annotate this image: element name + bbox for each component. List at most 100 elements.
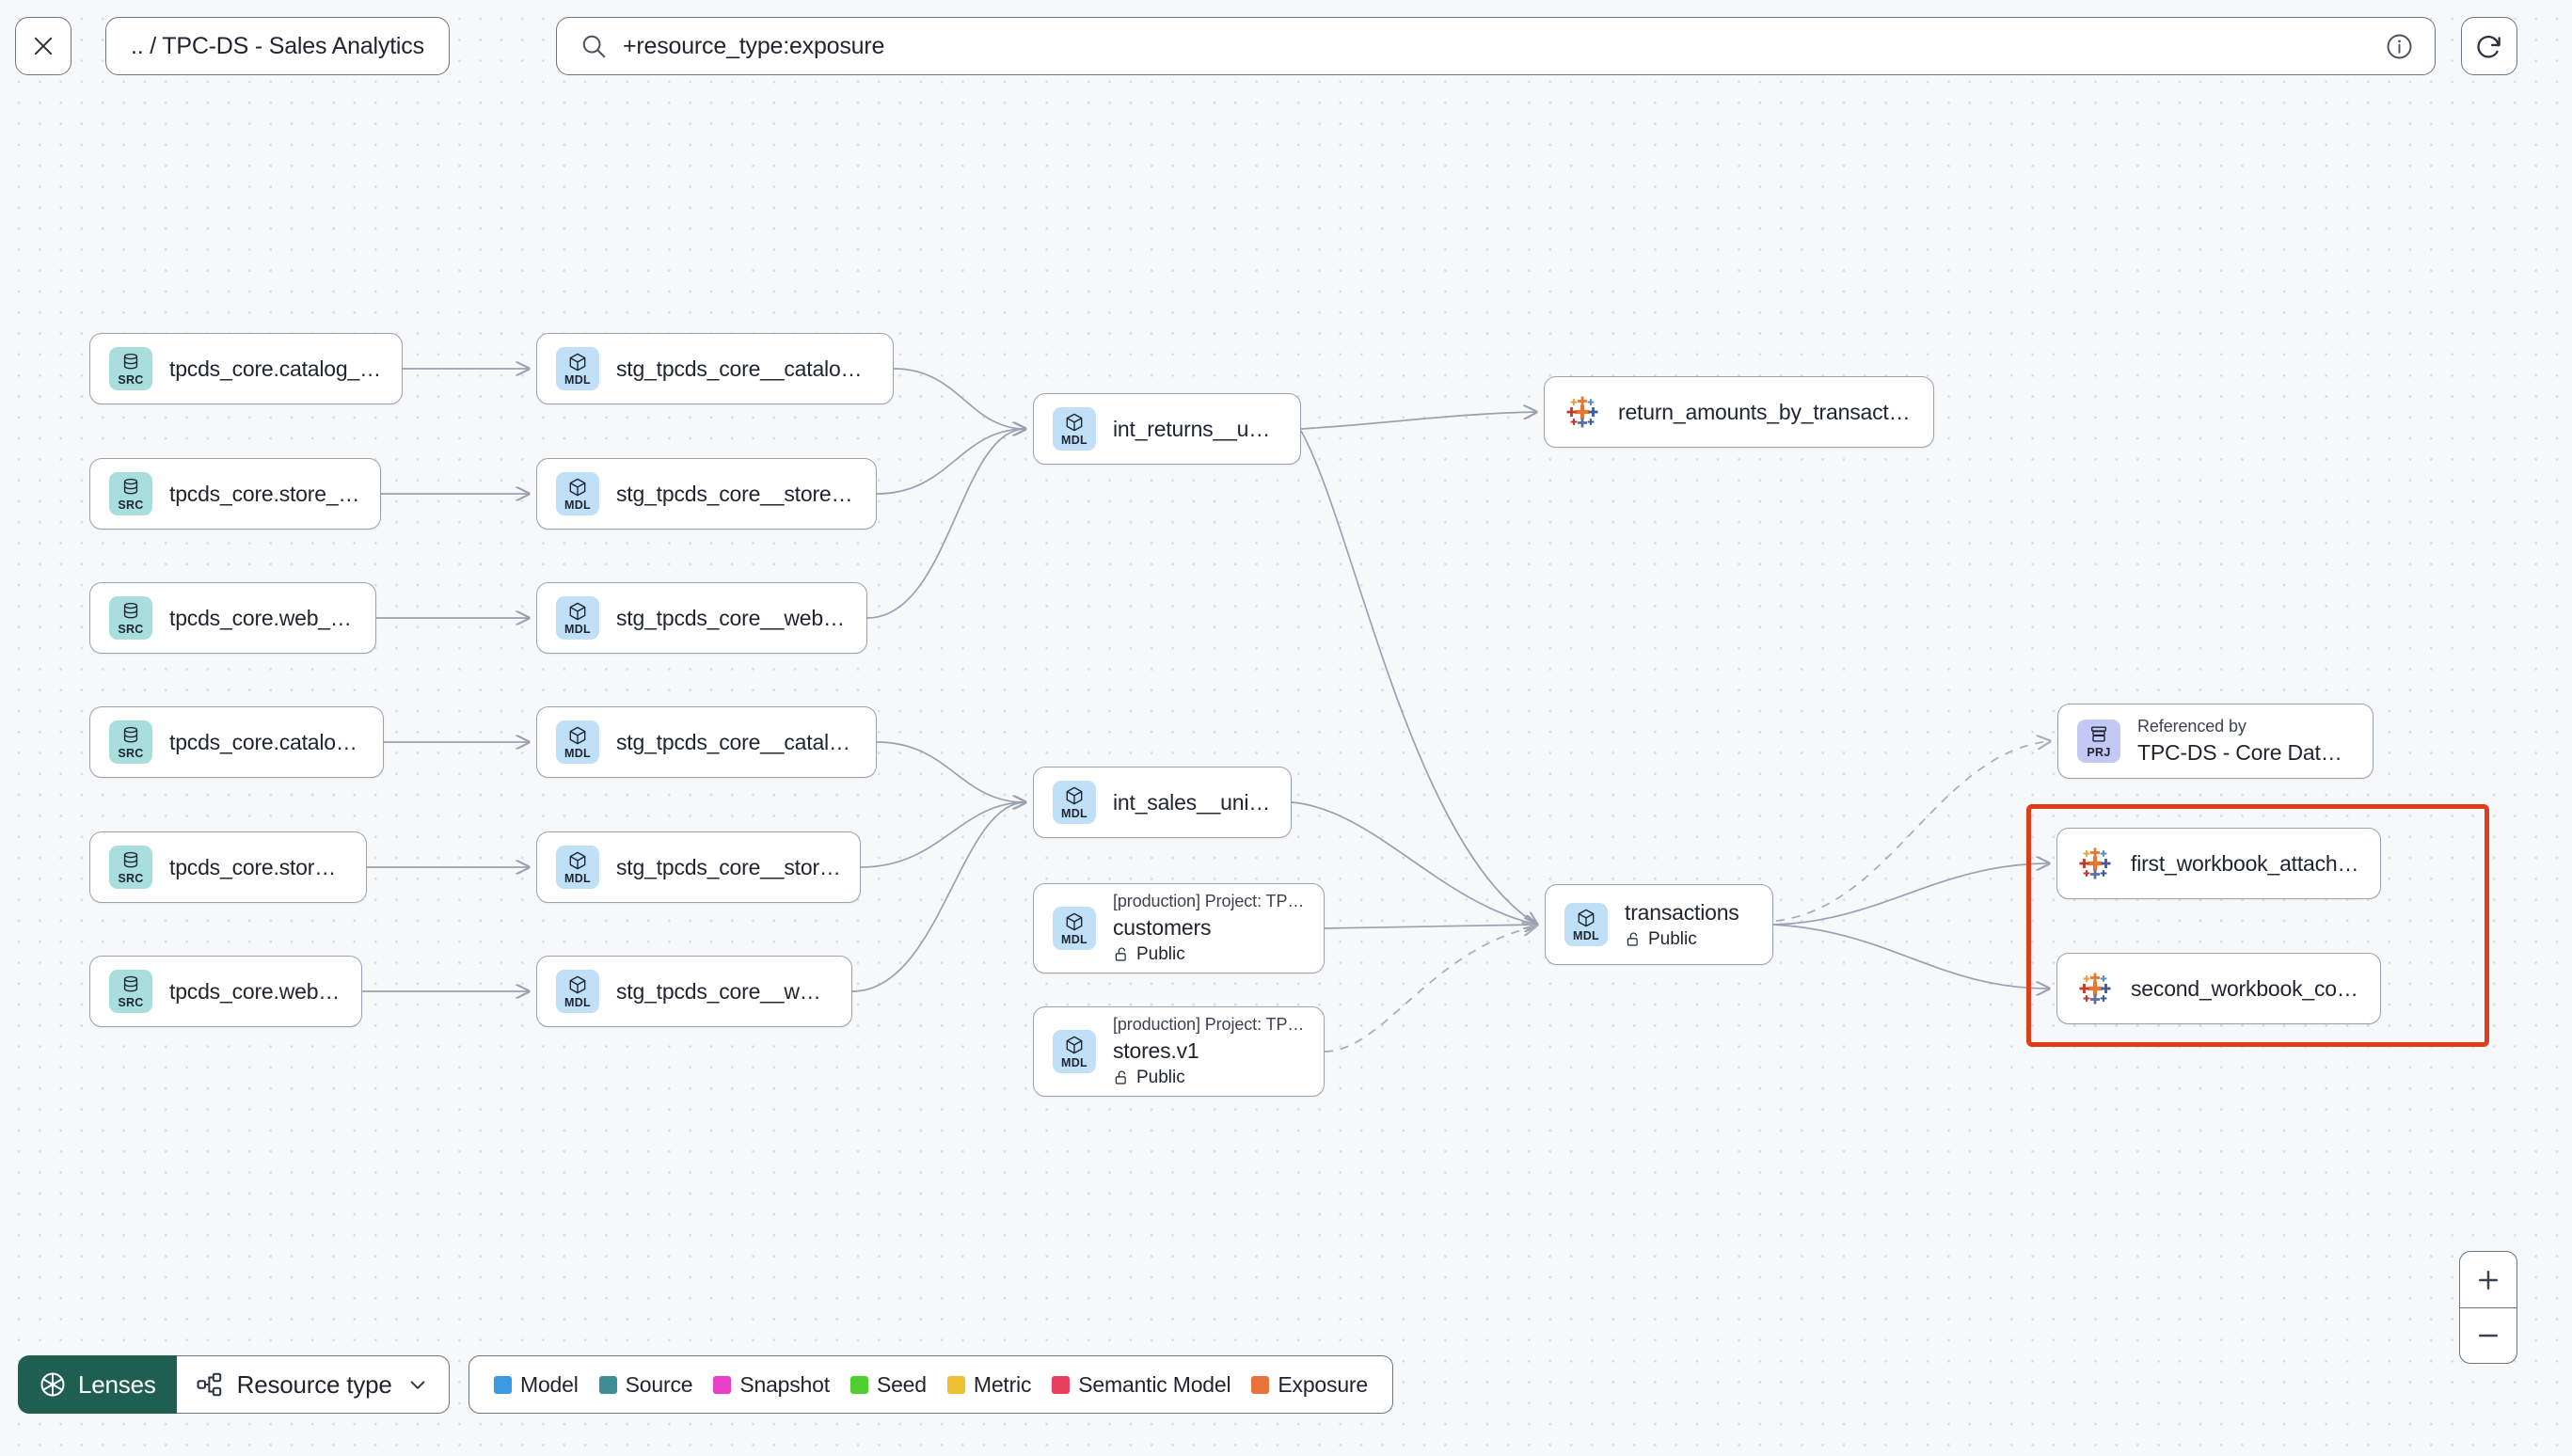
lineage-node-src-web-sales[interactable]: SRC tpcds_core.web_sales: [89, 956, 362, 1027]
src-badge: SRC: [109, 596, 152, 640]
node-label: tpcds_core.store_sales: [169, 854, 347, 879]
unlock-icon: [1115, 947, 1126, 961]
mdl-badge: MDL: [1053, 407, 1096, 451]
node-label: tpcds_core.catalog_returns: [169, 356, 383, 381]
chevron-down-icon: [405, 1372, 430, 1397]
cube-icon: [1066, 413, 1083, 432]
lenses-button[interactable]: Lenses: [18, 1355, 177, 1414]
badge-label: MDL: [564, 995, 591, 1009]
src-badge: SRC: [109, 846, 152, 889]
resource-type-dropdown[interactable]: Resource type: [176, 1355, 450, 1414]
legend-item-metric[interactable]: Metric: [946, 1371, 1032, 1398]
lineage-node-exp-second-workbook[interactable]: second_workbook_connected_to_live…: [2056, 953, 2381, 1024]
lineage-node-src-store-returns[interactable]: SRC tpcds_core.store_returns: [89, 458, 381, 530]
cube-icon: [569, 478, 586, 497]
src-badge: SRC: [109, 970, 152, 1013]
cube-icon: [1578, 909, 1595, 927]
src-badge: SRC: [109, 472, 152, 515]
mdl-badge: MDL: [1053, 781, 1096, 824]
legend-swatch: [1251, 1375, 1270, 1394]
tableau-icon: [2079, 973, 2111, 1005]
mdl-badge: MDL: [556, 472, 599, 515]
tableau-icon-wrap: [2076, 845, 2114, 882]
legend-item-source[interactable]: Source: [598, 1372, 693, 1398]
node-access-badge: Public: [1625, 929, 1739, 950]
legend-item-model[interactable]: Model: [494, 1372, 579, 1398]
lenses-toolbar: Lenses Resource type: [18, 1355, 450, 1414]
src-badge: SRC: [109, 347, 152, 390]
prj-badge: PRJ: [2077, 720, 2120, 763]
node-subtitle: [production] Project: TPC-DS - Core Data…: [1113, 1015, 1305, 1034]
node-label: stg_tpcds_core__store_returns: [616, 481, 857, 506]
badge-label: SRC: [118, 746, 144, 760]
tableau-icon-wrap: [2076, 970, 2114, 1007]
legend-swatch: [946, 1375, 965, 1394]
tableau-icon: [1566, 396, 1598, 428]
mdl-badge: MDL: [556, 596, 599, 640]
node-label: return_amounts_by_transaction_type: [1618, 399, 1914, 424]
lineage-node-mdl-stores-v1[interactable]: MDL[production] Project: TPC-DS - Core D…: [1033, 1006, 1325, 1097]
lineage-node-src-catalog-returns[interactable]: SRC tpcds_core.catalog_returns: [89, 333, 403, 404]
badge-label: MDL: [1061, 932, 1088, 946]
badge-label: SRC: [118, 871, 144, 885]
badge-label: MDL: [564, 622, 591, 636]
database-icon: [123, 975, 138, 992]
mdl-badge: MDL: [1053, 907, 1096, 950]
zoom-out-button[interactable]: [2460, 1307, 2516, 1363]
node-label: stg_tpcds_core__store_sales: [616, 854, 841, 879]
unlock-icon: [1115, 1070, 1126, 1084]
info-icon[interactable]: [2385, 32, 2414, 61]
legend-item-snapshot[interactable]: Snapshot: [713, 1372, 830, 1398]
breadcrumb[interactable]: .. / TPC-DS - Sales Analytics: [105, 17, 450, 75]
legend-item-semantic-model[interactable]: Semantic Model: [1052, 1372, 1231, 1398]
mdl-badge: MDL: [556, 846, 599, 889]
search-bar[interactable]: [556, 17, 2436, 75]
zoom-controls: [2459, 1251, 2517, 1364]
legend-item-seed[interactable]: Seed: [849, 1372, 927, 1398]
lineage-node-src-store-sales[interactable]: SRC tpcds_core.store_sales: [89, 831, 367, 903]
badge-label: SRC: [118, 498, 144, 512]
lineage-node-stg-store-sales[interactable]: MDL stg_tpcds_core__store_sales: [536, 831, 861, 903]
mdl-badge: MDL: [556, 720, 599, 764]
plus-icon: [2479, 1270, 2498, 1290]
lineage-node-int-returns-unioned[interactable]: MDL int_returns__unioned: [1033, 393, 1301, 465]
node-label: tpcds_core.web_sales: [169, 978, 342, 1004]
refresh-button[interactable]: [2461, 17, 2517, 75]
badge-label: MDL: [1573, 928, 1599, 942]
close-button[interactable]: [15, 17, 71, 75]
lineage-node-stg-web-returns[interactable]: MDL stg_tpcds_core__web_returns: [536, 582, 867, 654]
zoom-in-button[interactable]: [2460, 1252, 2516, 1307]
node-access-label: Public: [1136, 1068, 1185, 1087]
legend-item-exposure[interactable]: Exposure: [1251, 1372, 1368, 1398]
hierarchy-icon: [196, 1370, 224, 1399]
legend-label: Metric: [973, 1371, 1032, 1397]
legend-swatch: [849, 1375, 868, 1394]
lineage-node-exp-first-workbook[interactable]: first_workbook_attached_to_tpc-ds_-_…: [2056, 828, 2381, 899]
lineage-node-exp-return-amounts[interactable]: return_amounts_by_transaction_type: [1544, 376, 1934, 448]
node-label: int_returns__unioned: [1113, 416, 1281, 441]
database-icon: [123, 851, 138, 868]
search-input[interactable]: [623, 32, 2385, 60]
legend-label: Model: [520, 1371, 579, 1397]
cube-icon: [1066, 786, 1083, 805]
tableau-icon-wrap: [1564, 393, 1601, 431]
legend-swatch: [598, 1375, 617, 1394]
node-label: tpcds_core.store_returns: [169, 481, 361, 506]
lineage-node-mdl-customers[interactable]: MDL[production] Project: TPC-DS - Core D…: [1033, 883, 1325, 973]
legend-swatch: [494, 1375, 512, 1394]
badge-label: MDL: [564, 498, 591, 512]
node-label: stg_tpcds_core__web_returns: [616, 605, 848, 630]
lineage-node-stg-store-returns[interactable]: MDL stg_tpcds_core__store_returns: [536, 458, 877, 530]
